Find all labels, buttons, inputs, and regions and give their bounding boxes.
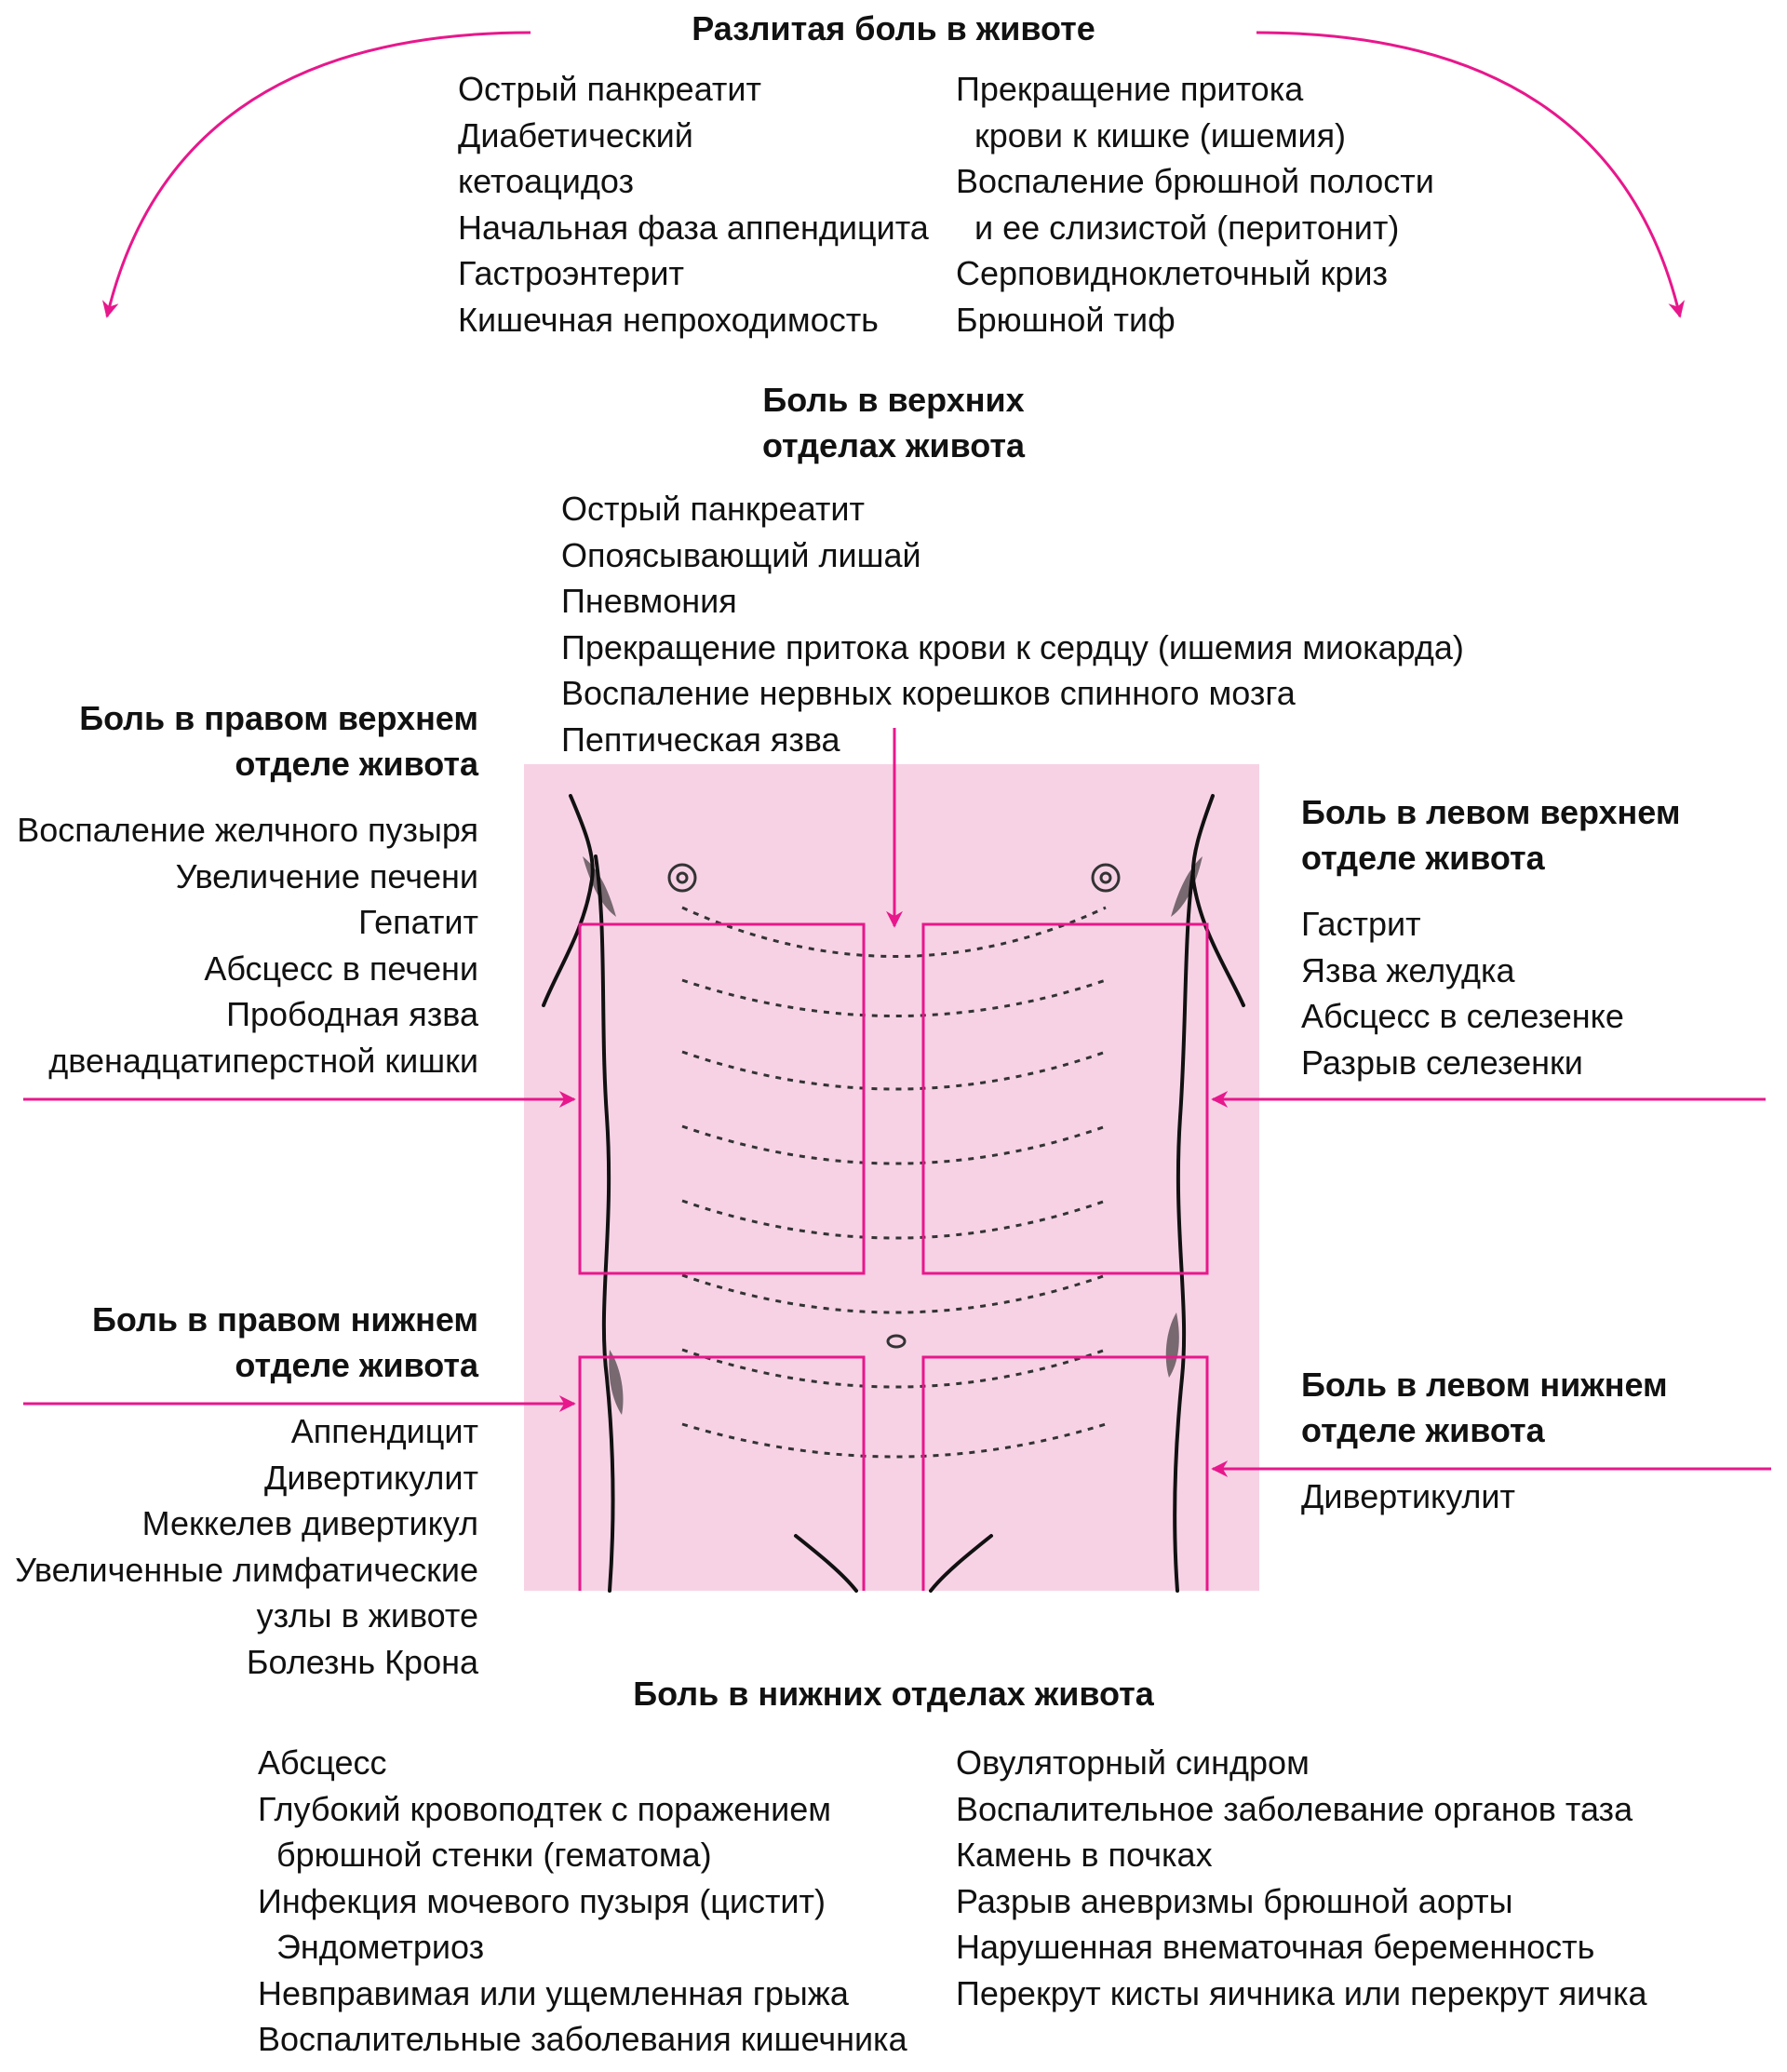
diffuse-pain-list-right: Прекращение притока крови к кишке (ишеми… (956, 66, 1434, 343)
list-item: Меккелев дивертикул (141, 1504, 478, 1542)
list-item: Острый панкреатит (561, 490, 866, 528)
list-item: Гастроэнтерит (458, 254, 684, 292)
list-item: двенадцатиперстной кишки (48, 1041, 478, 1080)
left-upper-pain-title-line1: Боль в левом верхнем (1301, 793, 1681, 831)
list-item: Разрыв селезенки (1301, 1043, 1583, 1082)
list-item: Нарушенная внематочная беременность (956, 1928, 1595, 1966)
list-item: Абсцесс в печени (204, 949, 478, 988)
diffuse-pain-title: Разлитая боль в животе (692, 9, 1095, 47)
list-item: Язва желудка (1301, 950, 1515, 989)
quadrant-right-upper (578, 922, 866, 1275)
list-item: Увеличенные лимфатические (15, 1550, 478, 1589)
left-lower-pain-title-line1: Боль в левом нижнем (1301, 1366, 1668, 1404)
list-item: Диабетический (458, 115, 693, 155)
right-upper-pain-list: Воспаление желчного пузыря Увеличение пе… (0, 807, 478, 1083)
right-lower-pain-section: Боль в правом нижнем отделе живота Аппен… (0, 1297, 478, 1685)
lower-pain-title: Боль в нижних отделах живота (633, 1675, 1154, 1713)
lower-pain-list-right: Овуляторный синдром Воспалительное забол… (956, 1740, 1647, 2016)
right-upper-pain-title-line2: отделе живота (235, 745, 478, 783)
list-item: Серповидноклеточный криз (956, 254, 1389, 292)
list-item: Воспаление желчного пузыря (17, 811, 478, 849)
diffuse-pain-list-left: Острый панкреатит Диабетический кетоацид… (458, 66, 929, 343)
arrows (23, 31, 1771, 1477)
list-item: Перекрут кисты яичника или перекрут яичк… (956, 1973, 1647, 2012)
quadrant-left-lower (921, 1355, 1209, 1591)
arrow-diffuse-right (1256, 31, 1686, 318)
list-item: Воспалительное заболевание органов таза (956, 1789, 1633, 1828)
arrow-diffuse-left (101, 31, 531, 318)
quadrant-left-upper (921, 922, 1209, 1275)
left-upper-pain-list: Гастрит Язва желудка Абсцесс в селезенке… (1301, 901, 1680, 1085)
list-item: Разрыв аневризмы брюшной аорты (956, 1881, 1513, 1920)
right-upper-pain-title-line1: Боль в правом верхнем (79, 699, 478, 737)
torso-background (524, 764, 1259, 1591)
list-item: кетоацидоз (458, 162, 634, 200)
list-item: Гастрит (1301, 905, 1421, 943)
upper-pain-list: Острый панкреатит Опоясывающий лишай Пне… (561, 486, 1464, 762)
navel (886, 1334, 907, 1349)
quadrant-right-lower (578, 1355, 866, 1591)
right-upper-pain-section: Боль в правом верхнем отделе живота Восп… (0, 695, 478, 1083)
list-item: Дивертикулит (1301, 1477, 1516, 1515)
list-item: Дивертикулит (263, 1458, 478, 1497)
list-item: Прекращение притока крови к сердцу (ишем… (561, 627, 1464, 666)
left-lower-pain-title-line2: отделе живота (1301, 1411, 1545, 1449)
list-item: Камень в почках (956, 1836, 1213, 1874)
right-lower-pain-title-line2: отделе живота (235, 1346, 478, 1384)
list-item: узлы в животе (256, 1596, 478, 1635)
list-item: Гепатит (358, 903, 478, 941)
list-item: Воспаление брюшной полости (956, 162, 1434, 200)
list-item: Невправимая или ущемленная грыжа (258, 1973, 849, 2012)
list-item: Воспалительные заболевания кишечника (258, 2020, 907, 2058)
list-item: Брюшной тиф (956, 300, 1176, 339)
left-upper-pain-title-line2: отделе живота (1301, 839, 1545, 877)
lower-pain-list-left: Абсцесс Глубокий кровоподтек с поражение… (258, 1740, 907, 2063)
list-item: Абсцесс (258, 1743, 387, 1782)
list-item: Абсцесс в селезенке (1301, 997, 1624, 1035)
left-upper-pain-section: Боль в левом верхнем отделе живота Гастр… (1301, 789, 1680, 1085)
list-item: Пневмония (561, 582, 737, 620)
list-item: Воспаление нервных корешков спинного моз… (561, 674, 1296, 712)
right-lower-pain-list: Аппендицит Дивертикулит Меккелев диверти… (0, 1408, 478, 1685)
upper-pain-heading: Боль в верхних отделах живота (614, 377, 1173, 468)
rib-lines (681, 906, 1107, 1459)
list-item: брюшной стенки (гематома) (258, 1836, 712, 1874)
list-item: Начальная фаза аппендицита (458, 208, 929, 247)
diffuse-pain-section: Разлитая боль в животе (521, 6, 1266, 51)
shading-armpits (583, 856, 1203, 1415)
list-item: Глубокий кровоподтек с поражением (258, 1789, 832, 1828)
quadrant-boxes (578, 922, 1209, 1591)
left-lower-pain-section: Боль в левом нижнем отделе живота Диверт… (1301, 1362, 1668, 1520)
left-lower-pain-list: Дивертикулит (1301, 1473, 1668, 1520)
torso-outline (542, 794, 1245, 1593)
list-item: Прекращение притока (956, 70, 1304, 108)
right-lower-pain-title-line1: Боль в правом нижнем (92, 1300, 478, 1339)
list-item: Болезнь Крона (246, 1642, 478, 1681)
upper-pain-title-line1: Боль в верхних (762, 381, 1025, 419)
list-item: Овуляторный синдром (956, 1743, 1310, 1782)
list-item: крови к кишке (ишемия) (956, 115, 1347, 155)
lower-pain-heading: Боль в нижних отделах живота (521, 1671, 1266, 1716)
list-item: Опоясывающий лишай (561, 535, 921, 574)
list-item: Инфекция мочевого пузыря (цистит) (258, 1881, 826, 1920)
list-item: Эндометриоз (258, 1928, 485, 1966)
list-item: Острый панкреатит (458, 70, 762, 108)
list-item: Аппендицит (290, 1412, 478, 1450)
nipples (667, 863, 1121, 893)
list-item: и ее слизистой (перитонит) (956, 208, 1400, 247)
list-item: Кишечная непроходимость (458, 300, 879, 339)
upper-pain-title-line2: отделах живота (761, 426, 1026, 464)
list-item: Пептическая язва (561, 720, 840, 759)
list-item: Прободная язва (226, 995, 478, 1033)
list-item: Увеличение печени (175, 856, 478, 895)
